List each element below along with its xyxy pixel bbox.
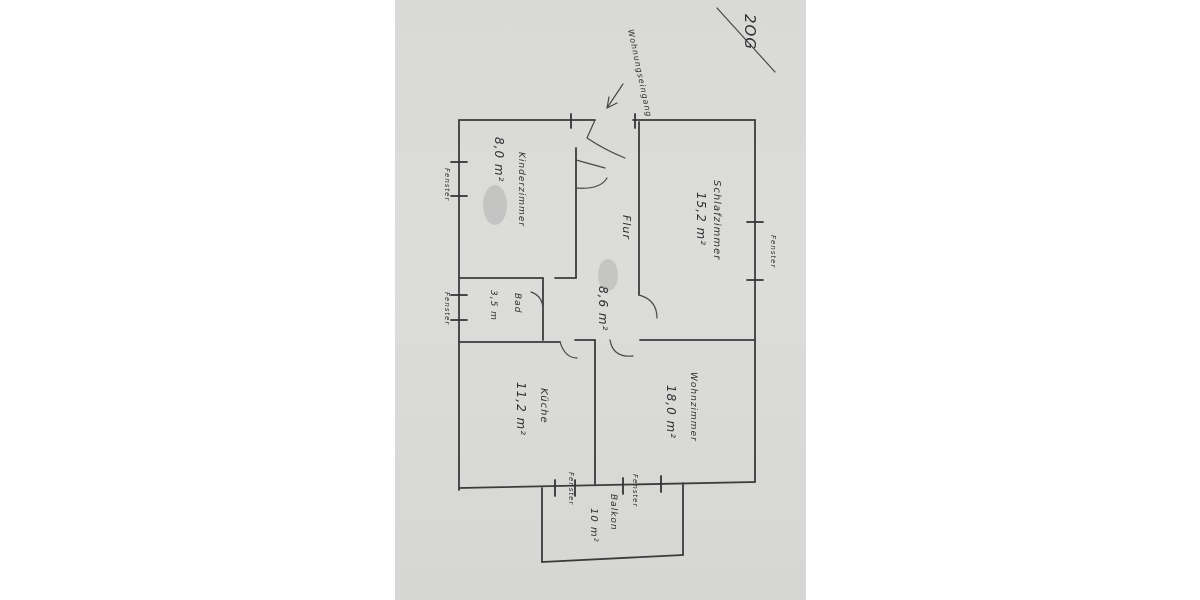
window-label-kueche: Fenster [567, 472, 575, 505]
bad-name: Bad [512, 293, 522, 313]
title-underline [716, 7, 776, 73]
schlafzimmer-door [638, 294, 658, 319]
schlafzimmer-area: 15,2 m² [694, 192, 708, 246]
window-label-wohnzimmer: Fenster [631, 474, 639, 507]
kinderzimmer-name: Kinderzimmer [516, 152, 526, 227]
eraser-smudge [483, 185, 507, 225]
wohnzimmer-name: Wohnzimmer [688, 372, 698, 442]
interior-walls [458, 121, 640, 485]
balcony-outline [541, 482, 684, 563]
kinderzimmer-area: 8,0 m² [492, 137, 506, 182]
kueche-name: Küche [538, 388, 549, 424]
kueche-door [559, 341, 578, 359]
window-label-bad: Fenster [443, 292, 451, 325]
window-marks [450, 113, 764, 497]
bad-area: 3,5 m [488, 290, 498, 321]
entrance-door [586, 119, 626, 159]
entrance-arrow [606, 83, 624, 109]
eraser-smudge [598, 259, 618, 291]
title-text: 2OG [741, 14, 759, 50]
bad-door [530, 291, 544, 311]
window-label-kinderzimmer: Fenster [443, 168, 451, 201]
flur-area: 8,6 m² [596, 286, 610, 331]
wohnzimmer-area: 18,0 m² [664, 385, 678, 439]
flur-name: Flur [620, 215, 633, 240]
wohnzimmer-door [609, 339, 634, 357]
kinderzimmer-door [575, 159, 608, 189]
schlafzimmer-name: Schlafzimmer [711, 180, 722, 260]
balkon-area: 10 m² [588, 508, 599, 543]
entrance-label: Wohnungseingang [626, 29, 653, 119]
floor-plan-diagram: 2OG Wohnungseingang Kinderzimmer 8,0 m² … [443, 7, 777, 563]
doors [530, 119, 658, 359]
paper-sheet: 2OG Wohnungseingang Kinderzimmer 8,0 m² … [395, 0, 806, 600]
kueche-area: 11,2 m² [514, 382, 528, 436]
balkon-name: Balkon [608, 494, 618, 531]
outer-walls [458, 119, 756, 491]
window-label-schlafzimmer: Fenster [769, 235, 777, 268]
